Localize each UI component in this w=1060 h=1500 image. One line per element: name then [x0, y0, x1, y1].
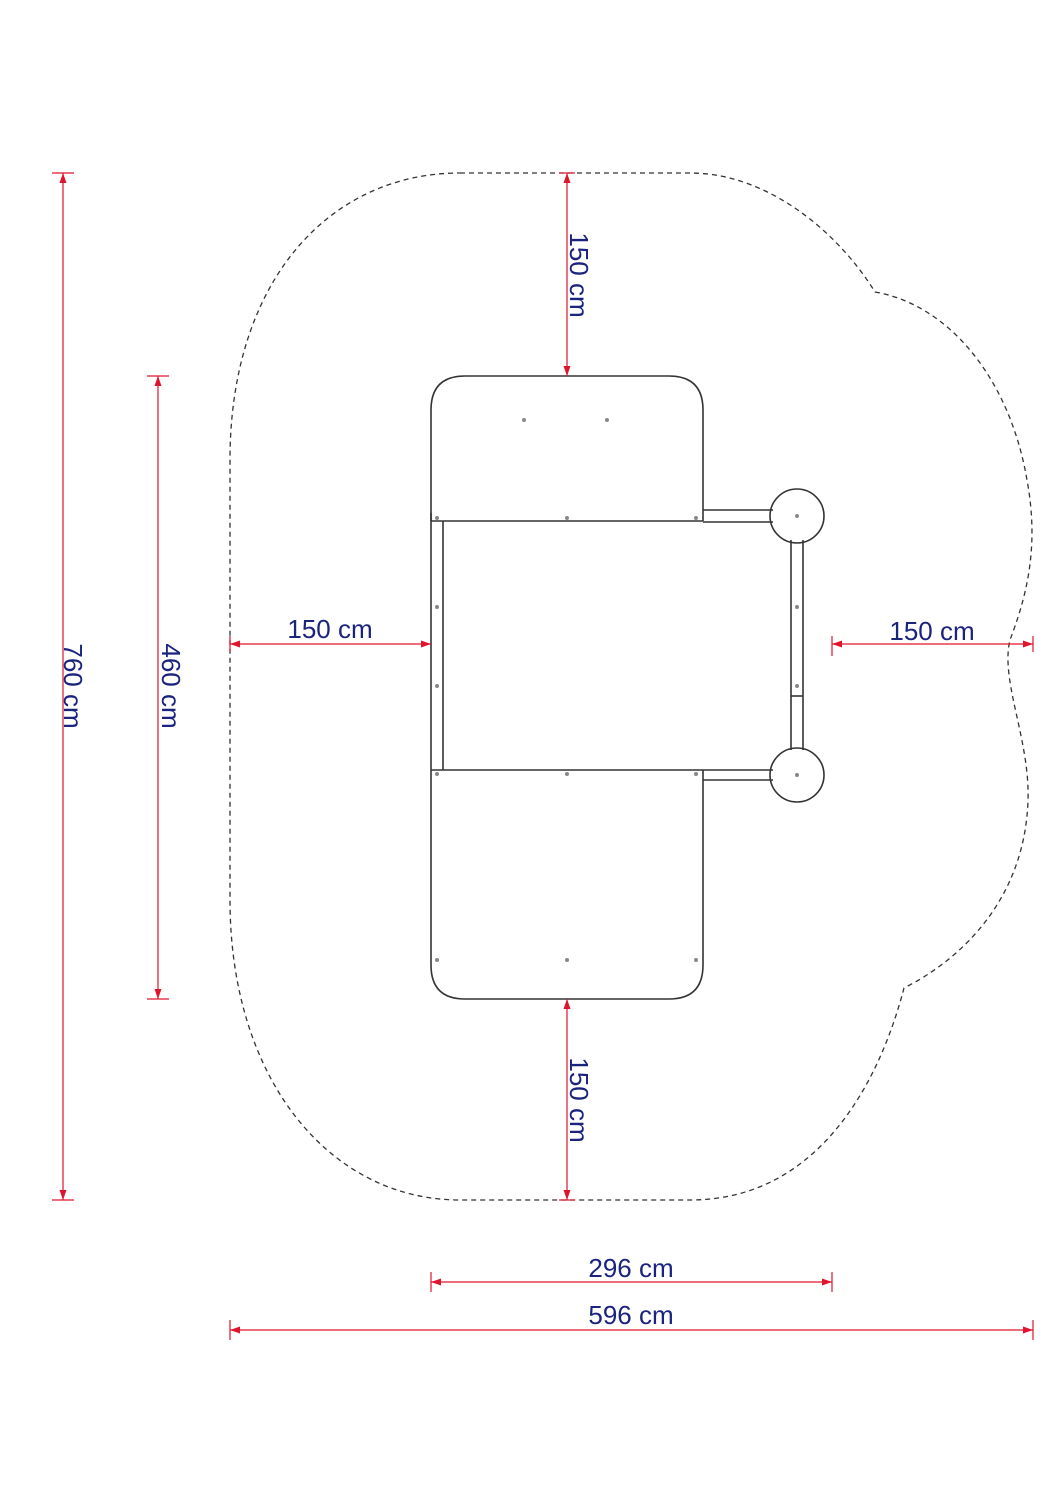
equipment-outline	[430, 375, 825, 1000]
label-total-height: 760 cm	[58, 643, 88, 728]
top-round-post	[769, 488, 825, 544]
bottom-round-post	[769, 747, 825, 803]
safety-zone-outline	[229, 172, 1033, 1201]
bottom-platform	[430, 770, 704, 1000]
label-left-clearance: 150 cm	[287, 614, 372, 644]
label-equipment-height: 460 cm	[156, 643, 186, 728]
label-total-width: 596 cm	[588, 1300, 673, 1330]
bolt-points	[435, 418, 799, 962]
label-top-clearance: 150 cm	[564, 232, 594, 317]
top-platform	[430, 375, 704, 521]
label-bottom-clearance: 150 cm	[564, 1057, 594, 1142]
label-equipment-width: 296 cm	[588, 1253, 673, 1283]
label-right-clearance: 150 cm	[889, 616, 974, 646]
